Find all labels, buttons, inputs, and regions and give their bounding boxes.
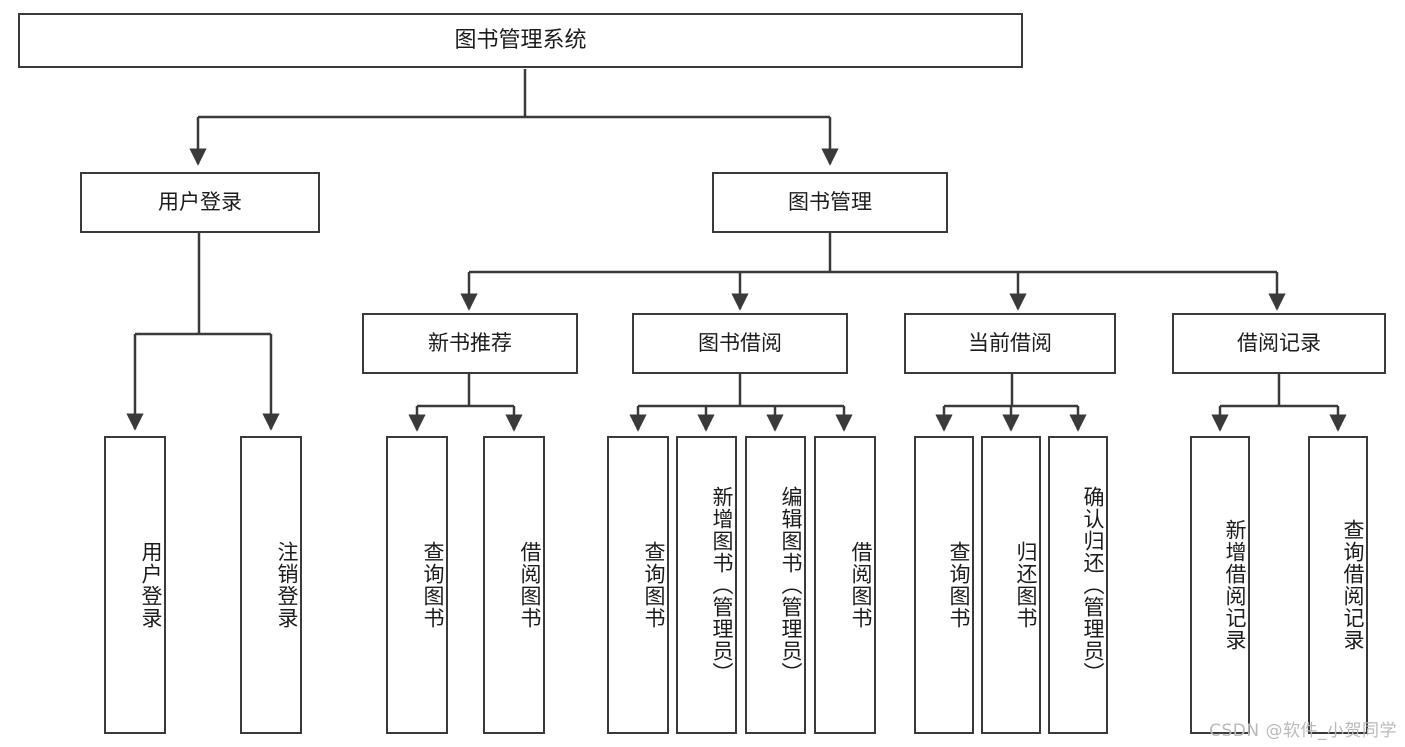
node-label: 新书推荐 [428, 331, 512, 356]
node-new-book-recommendation[interactable]: 新书推荐 [362, 313, 578, 374]
watermark-text: CSDN @软件_小贺同学 [1209, 721, 1397, 741]
node-label: 查询图书 [947, 541, 971, 629]
node-leaf-return-book[interactable]: 归还图书 [981, 436, 1041, 734]
node-label: 注销登录 [275, 541, 299, 629]
node-book-borrowing[interactable]: 图书借阅 [632, 313, 848, 374]
node-leaf-add-borrow-record[interactable]: 新增借阅记录 [1190, 436, 1250, 734]
node-label: 当前借阅 [968, 331, 1052, 356]
node-label: 借阅图书 [518, 541, 542, 629]
node-leaf-query-books-borrowing[interactable]: 查询图书 [607, 436, 669, 734]
node-leaf-confirm-return-admin[interactable]: 确认归还（管理员） [1048, 436, 1108, 734]
node-leaf-borrow-books-recommendation[interactable]: 借阅图书 [483, 436, 545, 734]
node-label: 图书管理 [788, 190, 872, 215]
node-leaf-query-books-current[interactable]: 查询图书 [914, 436, 974, 734]
node-label: 图书借阅 [698, 331, 782, 356]
node-label: 图书管理系统 [454, 27, 587, 53]
node-leaf-borrow-books-borrowing[interactable]: 借阅图书 [814, 436, 876, 734]
node-borrowing-record[interactable]: 借阅记录 [1172, 313, 1386, 374]
node-label: 新增借阅记录 [1223, 519, 1247, 651]
node-leaf-query-books-recommendation[interactable]: 查询图书 [386, 436, 448, 734]
node-leaf-add-book-admin[interactable]: 新增图书（管理员） [676, 436, 737, 734]
node-leaf-logout[interactable]: 注销登录 [240, 436, 302, 734]
node-label: 查询图书 [642, 541, 666, 629]
node-root-book-management-system[interactable]: 图书管理系统 [18, 13, 1023, 68]
node-book-management[interactable]: 图书管理 [712, 172, 948, 233]
node-label: 查询图书 [421, 541, 445, 629]
node-leaf-user-login[interactable]: 用户登录 [104, 436, 166, 734]
node-label: 查询借阅记录 [1341, 519, 1365, 651]
node-label: 用户登录 [139, 541, 163, 629]
node-current-borrowing[interactable]: 当前借阅 [904, 313, 1116, 374]
node-label: 借阅图书 [849, 541, 873, 629]
node-user-login[interactable]: 用户登录 [80, 172, 320, 233]
node-leaf-edit-book-admin[interactable]: 编辑图书（管理员） [745, 436, 806, 734]
node-label: 借阅记录 [1237, 331, 1321, 356]
node-label: 用户登录 [158, 190, 242, 215]
node-label: 确认归还（管理员） [1081, 486, 1105, 684]
node-label: 编辑图书（管理员） [779, 486, 803, 684]
node-label: 归还图书 [1014, 541, 1038, 629]
node-leaf-query-borrow-record[interactable]: 查询借阅记录 [1308, 436, 1368, 734]
node-label: 新增图书（管理员） [710, 486, 734, 684]
